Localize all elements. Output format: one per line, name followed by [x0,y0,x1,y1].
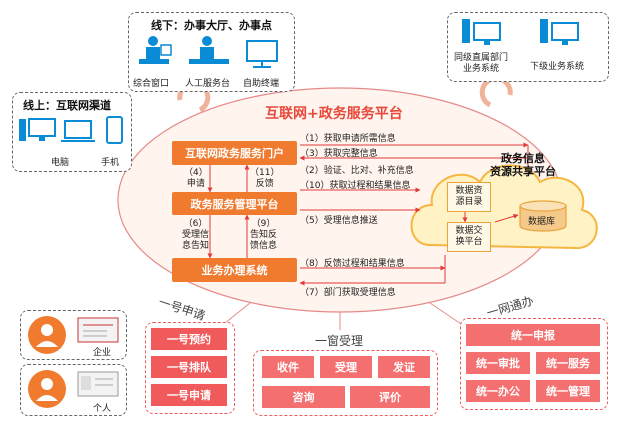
laptop-icon [61,120,95,142]
flow-7-label: （7）部门获取受理信息 [300,288,396,298]
flow-2-label: （2）验证、比对、补充信息 [300,166,414,176]
database-icon [519,200,567,232]
service-desk-icon [189,36,229,64]
department-icons [462,19,579,45]
offline-panel: 线下：办事大厅、办事点 综合窗口 人工服务台 自助终端 [128,12,295,92]
yiwang-declare-button[interactable]: 统一申报 [466,324,600,346]
flow-9-label: （9） 告知反 馈信息 [250,219,278,251]
person-text: 个人 [93,404,112,414]
exchange-box: 数据交 换平台 [447,222,491,252]
offline-title: 线下：办事大厅、办事点 [151,19,272,32]
yiwang-approve-button[interactable]: 统一审批 [466,352,530,374]
license-icon [77,317,119,343]
yiwang-manage-button[interactable]: 统一管理 [536,380,600,402]
department-item-lower: 下级业务系统 [530,62,585,72]
manage-platform-box: 政务服务管理平台 [172,192,297,215]
yichuang-receive-button[interactable]: 收件 [262,356,314,378]
flow-10-label: （10）获取过程和结果信息 [300,181,411,191]
catalog-box: 数据资 源目录 [447,182,491,212]
flow-11-label: （11） 反馈 [250,168,280,189]
enterprise-text: 企业 [93,348,112,358]
yihao-appointment-button[interactable]: 一号预约 [151,328,227,350]
desktop-icon [19,118,56,141]
flow-8-label: （8）反馈过程和结果信息 [300,259,405,269]
person-icon [28,370,66,408]
flow-4-label: （4） 申请 [184,168,208,189]
portal-box: 互联网政务服务门户 [172,141,297,165]
offline-item-terminal: 自助终端 [243,79,280,89]
online-title: 线上：互联网渠道 [23,99,111,112]
yichuang-issue-button[interactable]: 发证 [378,356,430,378]
offline-item-window: 综合窗口 [133,79,170,89]
yichuang-evaluate-button[interactable]: 评价 [350,386,430,408]
yichuang-accept-button[interactable]: 受理 [320,356,372,378]
terminal-icon [246,40,278,68]
yichuang-consult-button[interactable]: 咨询 [262,386,345,408]
enterprise-panel: 企业 [20,310,127,360]
online-panel: 线上：互联网渠道 电脑 手机 [12,92,132,172]
offline-icons [139,36,278,68]
yihao-queue-button[interactable]: 一号排队 [151,356,227,378]
flow-5-label: （5）受理信息推送 [300,216,378,226]
departments-panel: 同级直属部门 业务系统 下级业务系统 [447,12,609,82]
server-icon-2 [540,19,579,45]
department-item-direct: 同级直属部门 业务系统 [454,53,509,74]
yichuang-label: 一窗受理 [315,334,364,348]
online-item-phone: 手机 [101,158,120,168]
yiwang-service-button[interactable]: 统一服务 [536,352,600,374]
main-platform-title: 互联网+政务服务平台 [265,106,403,122]
flow-6-label: （6） 受理信 息告知 [182,219,210,251]
flow-3-label: （3）获取完整信息 [300,149,378,159]
online-item-pc: 电脑 [51,158,70,168]
enterprise-icon [28,316,66,354]
online-icons [19,116,123,144]
server-icon [462,19,501,45]
counter-icon [139,36,172,64]
person-panel: 个人 [20,364,127,416]
business-system-box: 业务办理系统 [172,258,297,282]
database-label: 数据库 [528,217,556,227]
yiwang-office-button[interactable]: 统一办公 [466,380,530,402]
id-card-icon [77,371,119,397]
phone-icon [106,116,123,144]
share-platform-title: 政务信息 资源共享平台 [490,152,556,178]
yihao-apply-button[interactable]: 一号申请 [151,384,227,406]
flow-1-label: （1）获取申请所需信息 [300,134,396,144]
offline-item-desk: 人工服务台 [185,79,231,89]
